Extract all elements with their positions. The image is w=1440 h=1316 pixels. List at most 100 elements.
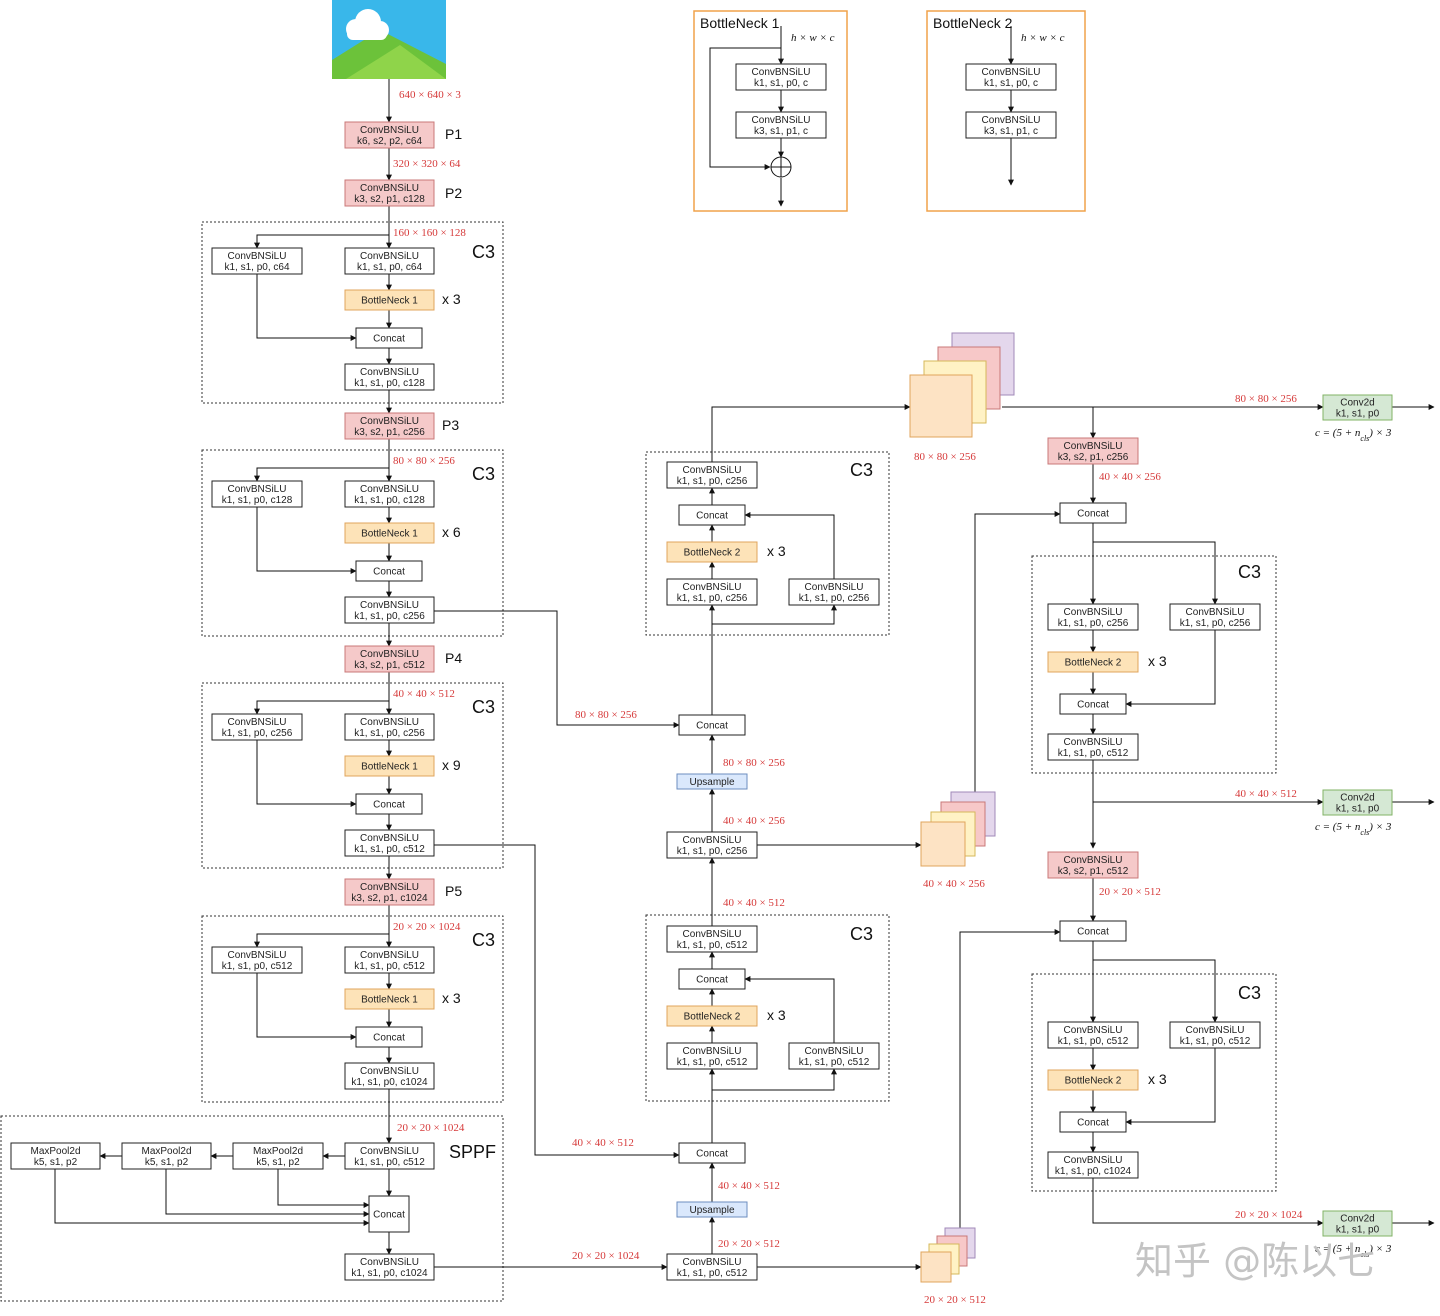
sppf-maxpool-3-text-1: MaxPool2d: [253, 1146, 303, 1157]
c3h-right-conv-text-2: k1, s1, p0, c512: [1180, 1036, 1251, 1047]
c3a-repeat: x 3: [442, 291, 461, 307]
conv2d-20-text-2: k1, s1, p0: [1336, 1225, 1380, 1236]
bottleneck1-hwc: h × w × c: [791, 32, 835, 44]
c3e-out-conv-text-2: k1, s1, p0, c512: [677, 940, 748, 951]
sppf-maxpool-1-text-1: MaxPool2d: [30, 1146, 80, 1157]
bn2-conv1-text-1: ConvBNSiLU: [982, 67, 1041, 78]
neck-concat-2: Concat: [678, 714, 746, 736]
bottleneck2-frame: [926, 10, 1086, 212]
conv-p2-text-1: ConvBNSiLU: [360, 183, 419, 194]
conv-p4-text-2: k3, s2, p1, c512: [354, 660, 425, 671]
c3b-concat-text-1: Concat: [373, 567, 405, 578]
c3g-bottleneck: BottleNeck 2: [1047, 651, 1139, 673]
c3g-repeat: x 3: [1148, 653, 1167, 669]
formula-80: c = (5 + ncls) × 3: [1315, 427, 1392, 443]
connector-line: [1093, 541, 1218, 605]
c3f-out-conv-text-2: k1, s1, p0, c256: [677, 476, 748, 487]
c3c-out-conv-text-1: ConvBNSiLU: [360, 833, 419, 844]
c3c-frame: [201, 682, 504, 869]
c3g-right-conv-text-2: k1, s1, p0, c256: [1180, 618, 1251, 629]
bottleneck1-frame: [693, 10, 848, 212]
dim-20-512: 20 × 20 × 512: [718, 1238, 780, 1250]
c3e-repeat: x 3: [767, 1007, 786, 1023]
sppf-frame: [0, 1115, 504, 1302]
neck-conv-256-text-2: k1, s1, p0, c256: [677, 846, 748, 857]
feature-map-40: [920, 791, 996, 867]
c3c-bottleneck: BottleNeck 1: [344, 755, 435, 777]
dim-down1: 40 × 40 × 256: [1099, 471, 1161, 483]
head-down-1-text-1: ConvBNSiLU: [1064, 441, 1123, 452]
dim-c3c: 40 × 40 × 512: [393, 688, 455, 700]
conv2d-40-text-2: k1, s1, p0: [1336, 804, 1380, 815]
bn2-conv2-text-2: k3, s1, p1, c: [984, 126, 1038, 137]
sppf-concat-text-1: Concat: [373, 1210, 405, 1221]
c3f-concat: Concat: [678, 504, 746, 526]
input-image-icon: [332, 0, 446, 79]
c3e-left-conv-text-1: ConvBNSiLU: [683, 1046, 742, 1057]
dim-p1: 320 × 320 × 64: [393, 158, 461, 170]
c3a-out-conv-text-2: k1, s1, p0, c128: [354, 378, 425, 389]
c3f-right-conv-text-2: k1, s1, p0, c256: [799, 593, 870, 604]
c3b-right-conv-text-1: ConvBNSiLU: [360, 484, 419, 495]
c3g-right-conv-text-1: ConvBNSiLU: [1186, 607, 1245, 618]
upsample-2: Upsample: [676, 773, 748, 790]
c3f-left-conv-text-1: ConvBNSiLU: [683, 582, 742, 593]
conv-p1-text-2: k6, s2, p2, c64: [357, 136, 422, 147]
c3a-left-conv-text-2: k1, s1, p0, c64: [224, 262, 289, 273]
bn1-conv2-text-1: ConvBNSiLU: [752, 115, 811, 126]
sppf-conv-text-2: k1, s1, p0, c512: [354, 1157, 425, 1168]
dim-40-512-in: 40 × 40 × 512: [572, 1137, 634, 1149]
connector-line: [254, 234, 389, 249]
conv2d-80-text-1: Conv2d: [1340, 398, 1374, 409]
connector-line: [1125, 1048, 1216, 1125]
c3b-left-conv-text-2: k1, s1, p0, c128: [222, 495, 293, 506]
c3g-left-conv-text-2: k1, s1, p0, c256: [1058, 618, 1129, 629]
sppf-title: SPPF: [449, 1142, 496, 1162]
c3c-concat-text-1: Concat: [373, 800, 405, 811]
dim-c3d: 20 × 20 × 1024: [397, 1122, 465, 1134]
c3d-right-conv-text-2: k1, s1, p0, c512: [354, 961, 425, 972]
label-p1: P1: [445, 126, 462, 142]
connector-line: [744, 512, 835, 579]
c3h-bottleneck: BottleNeck 2: [1047, 1069, 1139, 1091]
c3c-right-conv-text-1: ConvBNSiLU: [360, 717, 419, 728]
c3f-concat-text-1: Concat: [696, 511, 728, 522]
c3c-left-conv-text-2: k1, s1, p0, c256: [222, 728, 293, 739]
c3e-concat-text-1: Concat: [696, 975, 728, 986]
dim-out80: 80 × 80 × 256: [1235, 393, 1297, 405]
neck-concat-2-text-1: Concat: [696, 721, 728, 732]
connector-line: [434, 844, 680, 1158]
c3f-left-conv-text-2: k1, s1, p0, c256: [677, 593, 748, 604]
section-frames: [0, 10, 1277, 1302]
conv2d-20-text-1: Conv2d: [1340, 1214, 1374, 1225]
connector-line: [254, 700, 389, 715]
c3b-bottleneck: BottleNeck 1: [344, 522, 435, 544]
feature-map-20: [920, 1227, 976, 1283]
c3d-out-conv-text-1: ConvBNSiLU: [360, 1066, 419, 1077]
bottleneck1-title: BottleNeck 1: [700, 15, 780, 31]
connectors: [54, 26, 1435, 1270]
watermark: 知乎 @陈以七: [1135, 1239, 1375, 1283]
c3g-title: C3: [1238, 562, 1261, 582]
c3g-out-conv-text-2: k1, s1, p0, c512: [1058, 748, 1129, 759]
connector-line: [712, 1068, 837, 1091]
c3d-concat: Concat: [355, 1026, 423, 1048]
sppf-concat: Concat: [368, 1195, 410, 1233]
c3h-frame: [1031, 973, 1277, 1192]
connector-line: [256, 507, 357, 574]
